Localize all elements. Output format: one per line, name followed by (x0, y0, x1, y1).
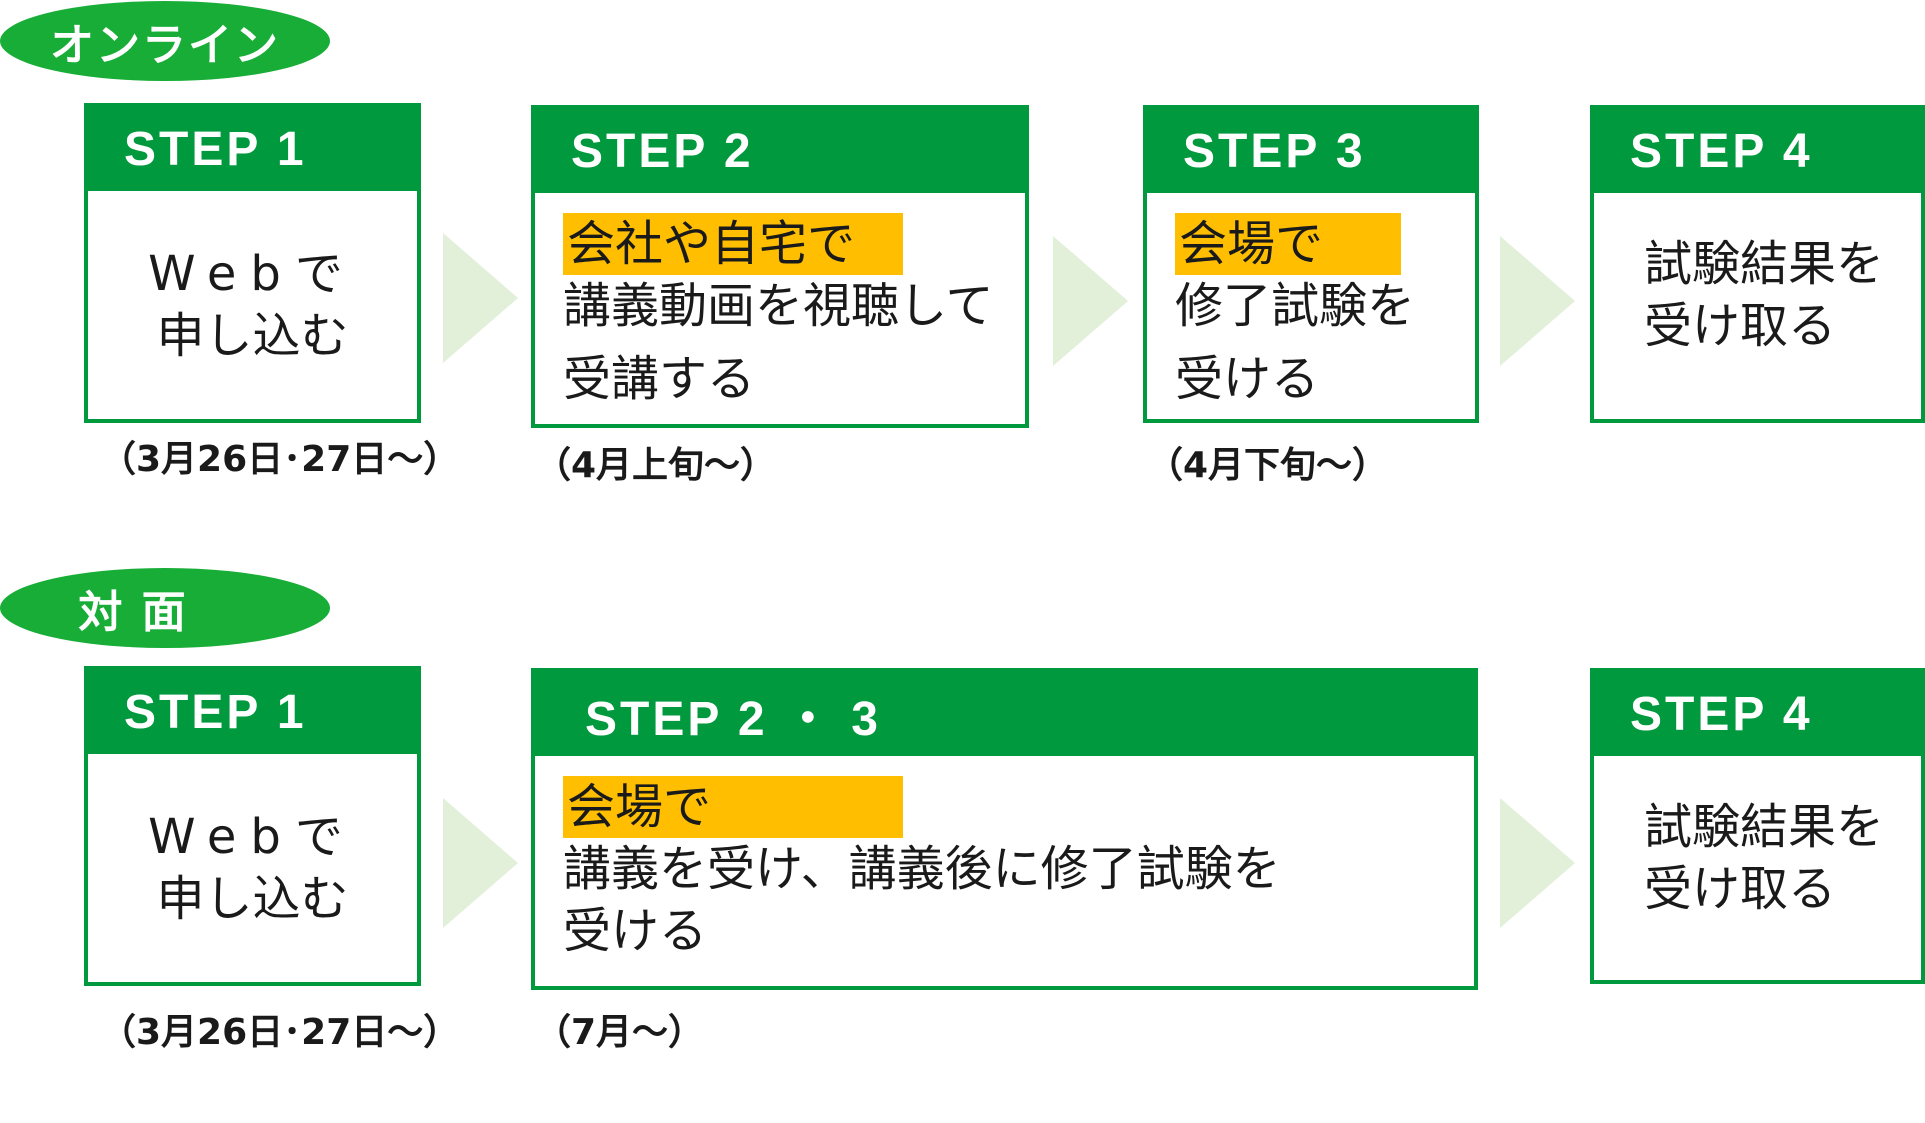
online-step-3: STEP 3 会場で 修了試験を 受ける (1143, 105, 1479, 423)
highlight-text: 会場で (563, 776, 903, 838)
step-heading: STEP 2 ・ 3 (535, 672, 1474, 756)
highlight-text: 会場で (1175, 213, 1401, 275)
in-person-label-text: 対 面 (78, 587, 188, 638)
step-body: Webで 申し込む (88, 191, 417, 419)
step-heading: STEP 4 (1594, 109, 1921, 193)
arrow-right-icon (1500, 798, 1575, 928)
step-text-line: 受講する (563, 351, 756, 407)
step-text-line: 申し込む (156, 871, 349, 927)
online-step-1: STEP 1 Webで 申し込む (84, 103, 421, 423)
step-text-line: 講義動画を視聴して (563, 278, 994, 334)
online-label-text: オンライン (50, 20, 280, 71)
step-text-line: Webで (148, 809, 357, 865)
step-body: 会場で 修了試験を 受ける (1147, 193, 1475, 419)
online-label: オンライン (0, 1, 330, 81)
step-body: 試験結果を 受け取る (1594, 193, 1921, 419)
arrow-right-icon (1053, 236, 1128, 366)
in-person-step-1-note: （3月26日･27日～） (100, 1012, 460, 1053)
online-step-2: STEP 2 会社や自宅で 講義動画を視聴して 受講する (531, 105, 1029, 428)
arrow-right-icon (443, 798, 518, 928)
online-step-2-note: （4月上旬～） (535, 445, 777, 486)
highlight-text: 会社や自宅で (563, 213, 903, 275)
step-heading: STEP 3 (1147, 109, 1475, 193)
step-text-line: 修了試験を (1175, 278, 1416, 334)
step-body: Webで 申し込む (88, 754, 417, 982)
step-heading: STEP 2 (535, 109, 1025, 193)
online-step-3-note: （4月下旬～） (1147, 445, 1389, 486)
step-body: 試験結果を 受け取る (1594, 756, 1921, 980)
step-heading: STEP 4 (1594, 672, 1921, 756)
arrow-right-icon (1500, 236, 1575, 366)
step-heading: STEP 1 (88, 107, 417, 191)
step-text-line: Webで (148, 246, 357, 302)
step-heading: STEP 1 (88, 670, 417, 754)
online-step-4: STEP 4 試験結果を 受け取る (1590, 105, 1925, 423)
step-text-line: 受け取る (1644, 861, 1837, 917)
step-text-line: 受ける (563, 903, 708, 959)
in-person-step-4: STEP 4 試験結果を 受け取る (1590, 668, 1925, 984)
step-text-line: 受け取る (1644, 298, 1837, 354)
in-person-step-2-3-note: （7月～） (535, 1012, 705, 1053)
step-body: 会場で 講義を受け、講義後に修了試験を 受ける (535, 756, 1474, 986)
step-body: 会社や自宅で 講義動画を視聴して 受講する (535, 193, 1025, 424)
in-person-step-2-3: STEP 2 ・ 3 会場で 講義を受け、講義後に修了試験を 受ける (531, 668, 1478, 990)
in-person-label: 対 面 (0, 568, 330, 648)
step-text-line: 講義を受け、講義後に修了試験を (563, 841, 1281, 897)
step-text-line: 試験結果を (1644, 236, 1885, 292)
step-text-line: 試験結果を (1644, 799, 1885, 855)
arrow-right-icon (443, 233, 518, 363)
step-text-line: 申し込む (156, 308, 349, 364)
online-step-1-note: （3月26日･27日～） (100, 439, 460, 480)
step-text-line: 受ける (1175, 351, 1320, 407)
in-person-step-1: STEP 1 Webで 申し込む (84, 666, 421, 986)
